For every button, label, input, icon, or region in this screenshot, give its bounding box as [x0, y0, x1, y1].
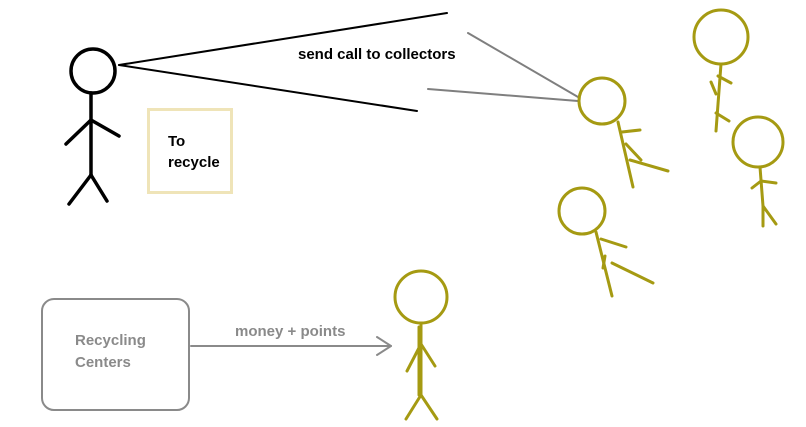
collector-stick-figure-icon [731, 115, 785, 228]
to-recycle-label: To recycle [168, 133, 220, 171]
collector-stick-figure-icon [692, 8, 750, 133]
call-to-collectors-label: send call to collectors [298, 46, 456, 63]
money-points-label: money + points [235, 323, 346, 340]
call-broadcast-lines [118, 12, 579, 112]
recycling-centers-label: Recycling Centers [75, 332, 146, 371]
recycling-centers-box: Recycling Centers [41, 298, 190, 411]
recycler-stick-figure-icon [64, 47, 121, 206]
to-recycle-box: To recycle [147, 108, 233, 194]
collector-stick-figure-icon [577, 76, 670, 189]
collector-stick-figure-icon [393, 269, 449, 421]
payment-arrow [190, 336, 392, 356]
collector-stick-figure-icon [557, 186, 655, 298]
